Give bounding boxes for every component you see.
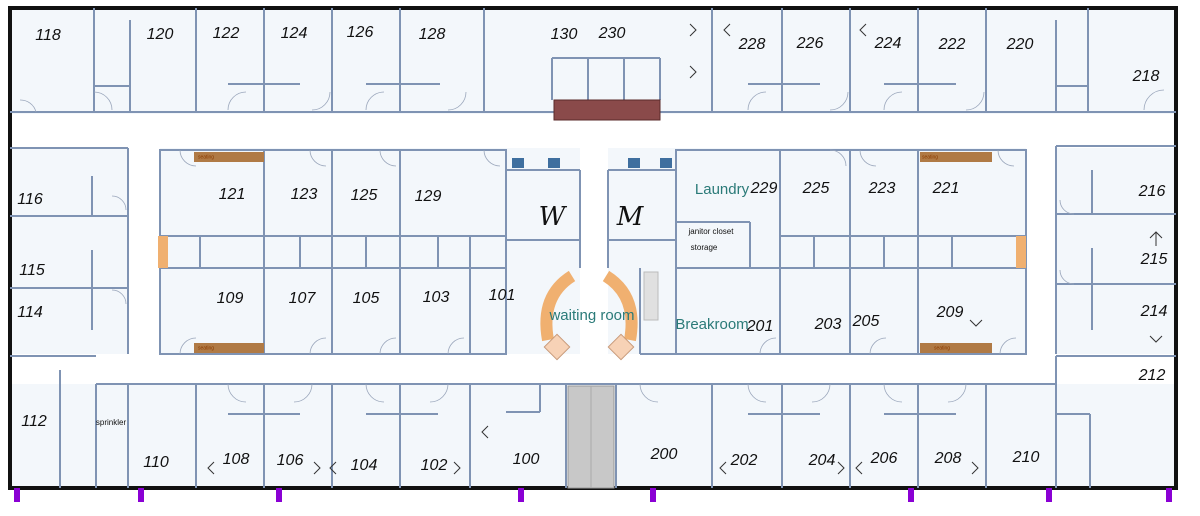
east-corridor	[1026, 148, 1056, 354]
chairs	[512, 158, 672, 168]
area-label-waiting-room: waiting room	[548, 307, 634, 324]
room-label-108: 108	[223, 451, 250, 468]
room-label-118: 118	[35, 27, 61, 44]
room-label-202: 202	[730, 452, 758, 469]
seating-bench	[920, 152, 992, 162]
room-label-106: 106	[277, 452, 304, 469]
room-label-216: 216	[1138, 183, 1166, 200]
room-label-107: 107	[289, 290, 317, 307]
area-label-breakroom: Breakroom	[675, 316, 748, 333]
room-label-210: 210	[1012, 449, 1040, 466]
area-label-janitor-closet: janitor closet	[688, 227, 735, 236]
area-label-storage: storage	[691, 243, 718, 252]
room-label-215: 215	[1140, 251, 1168, 268]
room-label-129: 129	[415, 188, 442, 205]
seating-label: seating	[934, 345, 950, 351]
seating-bench	[920, 343, 992, 353]
center-corridor	[580, 148, 608, 354]
room-label-109: 109	[217, 290, 244, 307]
waiting-bench-left	[540, 270, 576, 342]
room-label-112: 112	[21, 413, 47, 430]
west-wing-walls	[10, 147, 129, 488]
room-label-122: 122	[213, 25, 240, 42]
side-table	[543, 333, 571, 361]
room-label-223: 223	[868, 180, 896, 197]
mens-restroom-symbol: M	[616, 202, 645, 232]
room-label-102: 102	[421, 457, 448, 474]
room-label-104: 104	[351, 457, 378, 474]
purple-markers	[14, 488, 1172, 502]
room-label-101: 101	[489, 287, 516, 304]
bench-west	[158, 236, 168, 268]
room-label-121: 121	[219, 186, 246, 203]
room-label-218: 218	[1132, 68, 1160, 85]
room-label-206: 206	[870, 450, 898, 467]
womens-restroom-symbol: W	[539, 202, 568, 232]
room-label-222: 222	[938, 36, 966, 53]
room-label-208: 208	[934, 450, 962, 467]
room-label-114: 114	[17, 304, 43, 321]
area-label-laundry: Laundry	[695, 181, 750, 198]
room-label-212: 212	[1138, 367, 1166, 384]
waiting-bench-right	[602, 270, 638, 342]
seating-label: seating	[198, 345, 214, 351]
seating-label: seating	[198, 154, 214, 160]
room-label-229: 229	[750, 180, 778, 197]
room-label-100: 100	[513, 451, 540, 468]
door-swings	[19, 89, 1165, 403]
room-label-125: 125	[351, 187, 378, 204]
area-label-sprinkler: sprinkler	[96, 418, 127, 427]
room-label-128: 128	[419, 26, 446, 43]
room-label-123: 123	[291, 186, 318, 203]
room-label-221: 221	[932, 180, 960, 197]
room-label-204: 204	[808, 452, 836, 469]
room-label-230: 230	[598, 25, 626, 42]
reception-desk	[553, 99, 661, 121]
direction-arrows	[207, 23, 1163, 475]
room-label-220: 220	[1006, 36, 1034, 53]
room-label-130: 130	[551, 26, 578, 43]
room-label-228: 228	[738, 36, 766, 53]
counter	[643, 271, 659, 321]
room-label-226: 226	[796, 35, 824, 52]
side-table	[607, 333, 635, 361]
room-label-110: 110	[143, 454, 169, 471]
room-label-103: 103	[423, 289, 450, 306]
seating-bench	[194, 343, 264, 353]
room-labels: 118 120 122 124 126 128 130 230 228 226 …	[17, 24, 1167, 474]
seating-label: seating	[922, 154, 938, 160]
room-label-126: 126	[347, 24, 374, 41]
room-label-205: 205	[852, 313, 880, 330]
seating-bench	[194, 152, 264, 162]
room-label-203: 203	[814, 316, 842, 333]
bench-east	[1016, 236, 1026, 268]
room-label-105: 105	[353, 290, 380, 307]
south-wing-walls	[95, 356, 1091, 488]
room-label-225: 225	[802, 180, 830, 197]
room-label-115: 115	[19, 262, 45, 279]
south-corridor	[10, 354, 1176, 384]
east-wing-walls	[1055, 145, 1176, 357]
room-label-116: 116	[17, 191, 43, 208]
room-label-214: 214	[1140, 303, 1168, 320]
room-label-200: 200	[650, 446, 678, 463]
west-corridor	[128, 148, 160, 354]
room-label-224: 224	[874, 35, 902, 52]
room-label-209: 209	[936, 304, 964, 321]
room-label-124: 124	[281, 25, 308, 42]
room-label-120: 120	[147, 26, 174, 43]
north-wing-walls	[10, 8, 1176, 113]
room-label-201: 201	[746, 318, 774, 335]
